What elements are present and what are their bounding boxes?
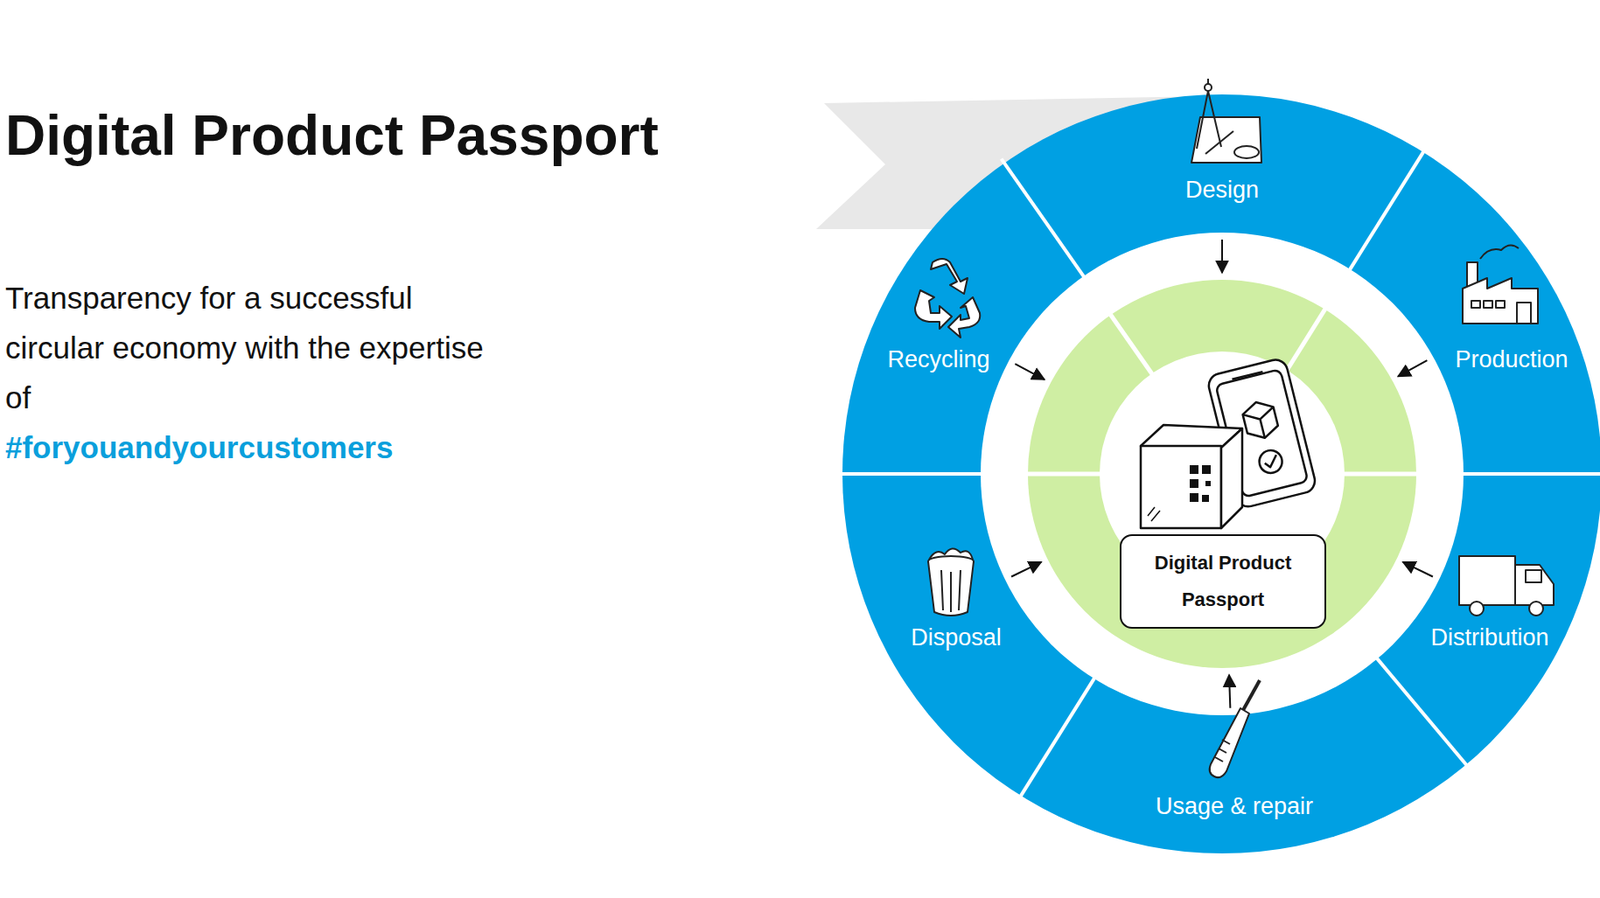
stage-label: Disposal [907, 622, 1006, 654]
white-ring [980, 232, 1464, 716]
ring-separators [837, 147, 1600, 801]
separator-line [1285, 307, 1327, 372]
stage-text: Distribution [1430, 624, 1549, 651]
truck-icon [1459, 556, 1554, 616]
stage-label: Production [1451, 344, 1572, 376]
design-icon [1191, 78, 1262, 163]
stage-label: Usage & repair [1152, 791, 1317, 823]
page-title: Digital Product Passport [5, 103, 659, 168]
separator-line [1018, 677, 1096, 801]
bin-icon [928, 548, 974, 616]
flow-arrow [1403, 562, 1433, 578]
separator-line [1376, 657, 1470, 769]
stage-label: Design [1181, 174, 1263, 206]
separator-line [1348, 147, 1426, 272]
screwdriver-icon [1209, 680, 1260, 778]
stage-text: Usage & repair [1155, 793, 1314, 820]
stage-text: Disposal [910, 624, 1002, 651]
box-text: Digital Product Passport [1135, 544, 1311, 619]
stage-text: Recycling [887, 346, 990, 373]
separator-line [1461, 472, 1600, 476]
recycle-icon [915, 258, 980, 338]
flow-arrow [1229, 675, 1230, 709]
hashtag-text: #foryouandyourcustomers [5, 422, 393, 473]
stage-label: Recycling [883, 344, 993, 376]
separator-line [1026, 472, 1102, 477]
separator-line [837, 472, 983, 476]
stage-label: Distribution [1426, 622, 1552, 654]
stage-text: Design [1185, 176, 1259, 203]
passport-box: Digital Product Passport [1119, 534, 1327, 629]
factory-icon [1462, 244, 1538, 324]
flow-arrow [1221, 239, 1223, 273]
separator-line [1001, 159, 1085, 279]
product-illustration [1140, 357, 1318, 529]
separator-line [1342, 472, 1419, 477]
flow-arrow [1011, 562, 1042, 578]
stage-text: Production [1454, 346, 1568, 373]
flow-arrow [1397, 360, 1427, 377]
separator-line [1110, 314, 1153, 376]
intro-text: Transparency for a successful circular e… [5, 272, 496, 423]
flow-arrow [1014, 363, 1045, 380]
